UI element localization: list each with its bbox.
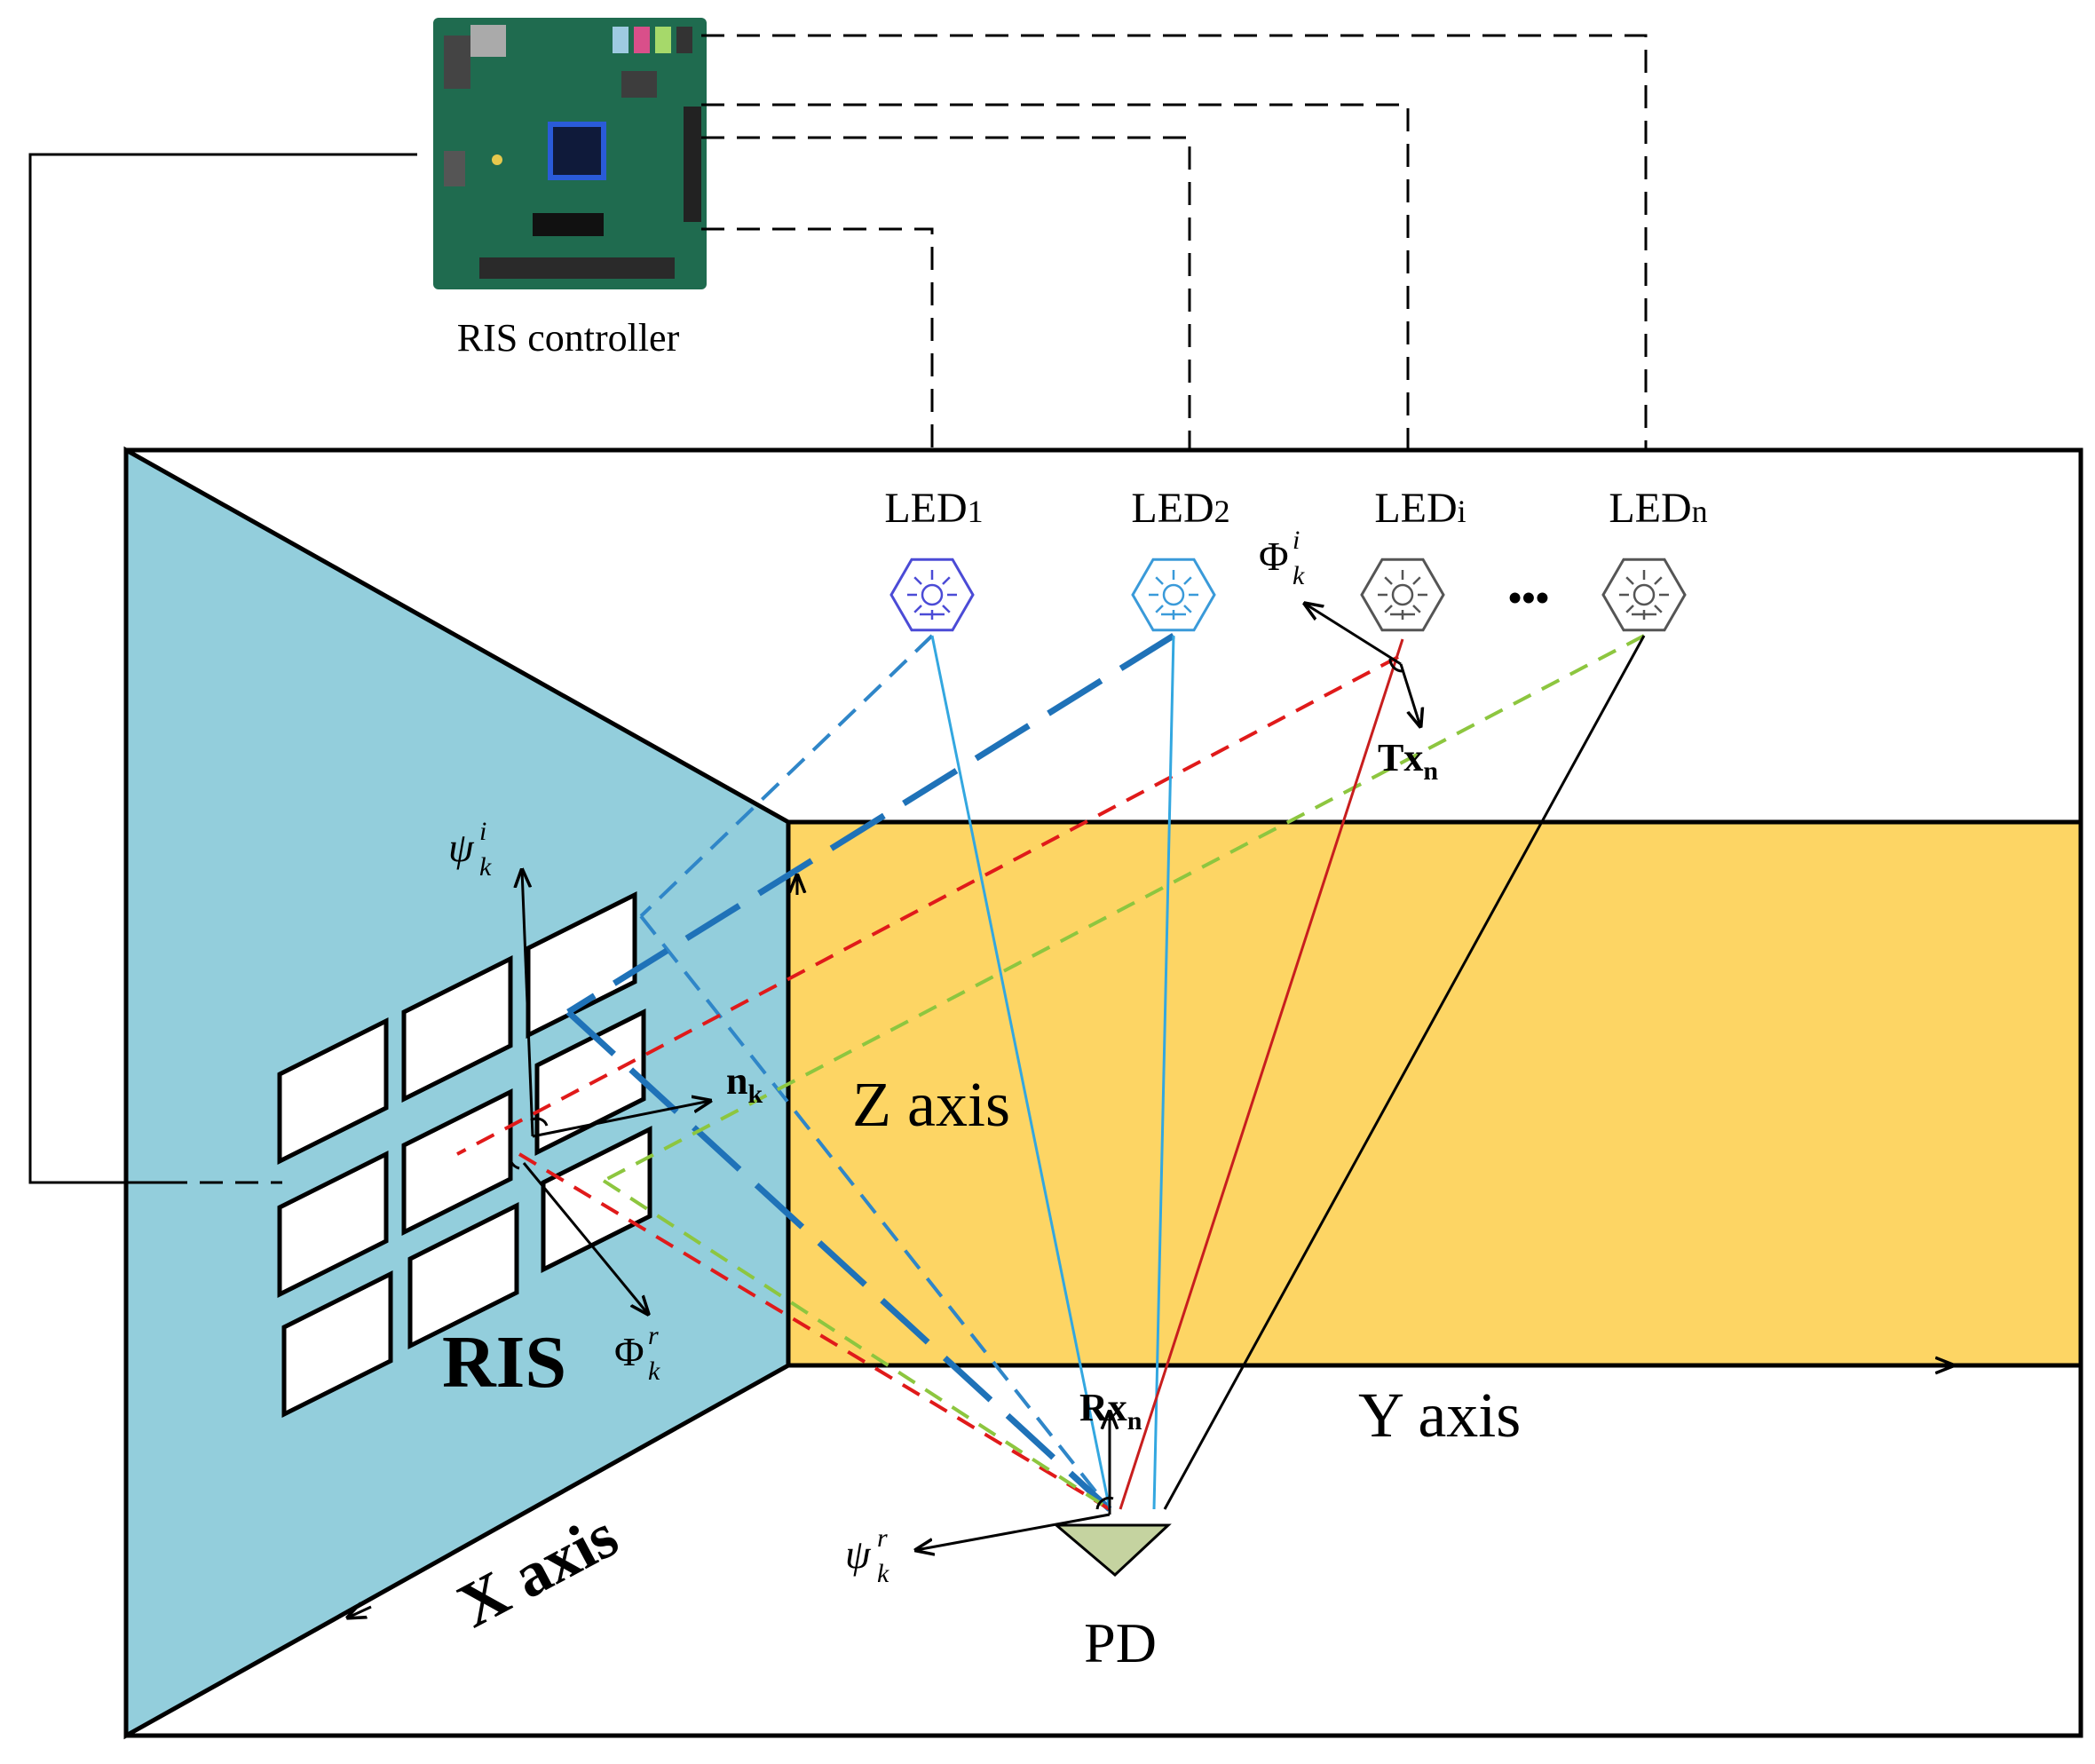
ris-normal-vector [532,1101,710,1138]
led-hexagon-icon [1601,558,1687,632]
ray-led2-los [1152,635,1175,1510]
control-wiring [28,34,1648,1184]
svg-text:k: k [1293,561,1305,590]
board-header [684,107,701,222]
fpga-board-icon [433,18,707,289]
board-ic [621,71,657,98]
psi-incidence-label: ψ i k [448,817,492,882]
angle-arc-ris [530,1117,549,1127]
svg-text:k: k [877,1559,889,1588]
angle-vectors [522,604,1420,1550]
ray-led2-to-ris [566,633,1175,1015]
led-icons [889,558,1687,632]
angle-arc-tx [1388,658,1403,673]
board-jack-green [655,27,671,53]
ris-element-4 [277,1150,389,1299]
tx-n-label: Txn [1378,736,1438,786]
led-hexagon-icon [1131,558,1216,632]
optical-rays [456,633,1646,1512]
phi-incidence-vector [1305,604,1402,666]
board-port-1 [444,36,470,89]
angle-arc-ris-2 [508,1151,520,1170]
ris-element-7 [281,1270,393,1419]
led-label-1: LED1 [884,485,983,532]
ray-led1-los [930,635,1111,1510]
svg-text:Φ: Φ [614,1329,644,1374]
wire-to-ris-solid [28,153,417,1184]
ris-element-9 [541,1125,652,1274]
board-pin-row [479,257,675,279]
svg-text:k: k [479,852,492,882]
board-led [492,154,502,165]
wire-ledi [701,103,1410,450]
svg-text:ψ: ψ [448,825,475,870]
board-chip [548,122,606,180]
ray-ledn-to-ris [603,634,1645,1183]
led-labels: LED1 LED2 LEDi LEDn [884,485,1707,532]
wire-led1 [701,227,934,450]
svg-text:i: i [479,817,486,846]
wire-led2 [701,136,1191,450]
ray-ledi-to-ris [456,655,1399,1156]
ris-label: RIS [442,1321,566,1404]
board-jack-black [676,27,692,53]
psi-incidence-vector [522,870,534,1137]
ris-element-8 [407,1201,519,1350]
wire-ledn [701,34,1648,450]
psi-reflection-label: ψ r k [845,1523,889,1588]
svg-text:i: i [1293,526,1300,555]
ray-ledi-los [1119,638,1404,1510]
n-k-label: nk [726,1059,763,1109]
led-label-2: LED2 [1131,485,1229,532]
ray-led1-to-ris [639,634,934,918]
ris-element-grid [277,890,652,1419]
photodetector-icon [1052,1523,1172,1578]
x-axis-arrow [348,1607,372,1618]
rx-n-label: Rxn [1079,1386,1142,1436]
axis-arrows [348,875,1953,1618]
phi-reflection-label: Φ r k [614,1321,660,1386]
phi-reflection-vector [522,1162,648,1314]
led-hexagon-icon [889,558,975,632]
tx-normal-vector [1399,663,1420,726]
ray-ris-to-pd-2 [565,1009,1112,1512]
svg-text:r: r [877,1523,888,1553]
led-hexagon-icon [1360,558,1445,632]
ray-ledn-los [1163,635,1646,1510]
board-port-3 [470,25,506,57]
board-jack-pink [634,27,650,53]
phi-incidence-label: Φ i k [1259,526,1305,590]
ris-element-2 [401,954,513,1103]
ris-element-1 [277,1016,389,1166]
y-axis-label: Y axis [1358,1380,1521,1451]
board-jack-blue [613,27,628,53]
pd-label: PD [1084,1611,1157,1674]
svg-text:k: k [648,1357,660,1386]
board-component [533,213,604,236]
ris-wall [123,446,791,1740]
z-axis-label: Z axis [852,1069,1010,1140]
ray-ris-to-pd-i [518,1152,1111,1511]
led-label-n: LEDn [1609,485,1707,532]
svg-text:Φ: Φ [1259,534,1289,579]
psi-reflection-vector [916,1513,1111,1550]
ris-element-5 [401,1088,513,1237]
ellipsis: ••• [1508,576,1549,620]
floor-band [786,819,2083,1368]
led-label-i: LEDi [1374,485,1466,532]
angle-arc-rx [1095,1496,1114,1510]
svg-text:r: r [648,1321,659,1350]
board-port-2 [444,151,465,186]
ray-ris-to-pd-n [602,1179,1111,1511]
controller-label: RIS controller [457,316,680,360]
svg-text:ψ: ψ [845,1531,872,1577]
